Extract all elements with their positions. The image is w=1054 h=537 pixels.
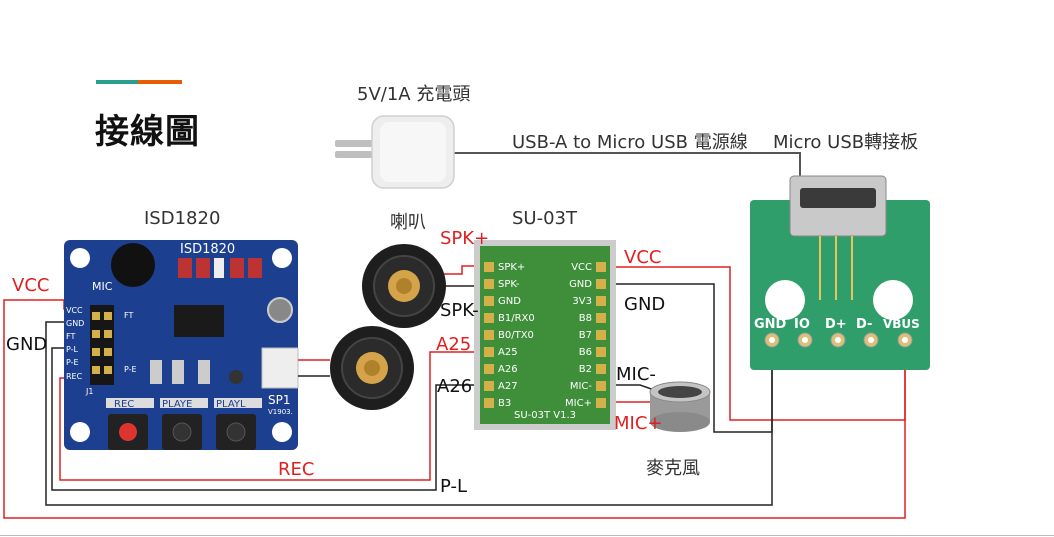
isd-j1-text: J1 xyxy=(85,387,93,396)
wire-label-vcc-su: VCC xyxy=(624,247,662,268)
su-model-text: SU-03T V1.3 xyxy=(514,410,576,421)
su-right-pin-9: MIC+ xyxy=(565,398,592,409)
usb-pin-io: IO xyxy=(794,317,810,332)
usb-cable-wire xyxy=(452,152,801,178)
usb-pin-dplus: D+ xyxy=(825,317,847,332)
usb-pin-vbus: VBUS xyxy=(883,317,920,331)
charger-image xyxy=(335,115,455,189)
isd1820-board: MIC ISD1820 VCC GND FT P-L P-E REC J1 FT… xyxy=(64,240,299,450)
su-left-pin-3: GND xyxy=(498,296,521,307)
su-left-pin-9: B3 xyxy=(498,398,511,409)
wire-spk-plus xyxy=(440,265,482,275)
su-right-pin-1: VCC xyxy=(571,262,592,273)
isd-sp1-text: SP1 xyxy=(268,393,291,407)
isd1820-label: ISD1820 xyxy=(144,208,221,229)
isd-pin-pl: P-L xyxy=(66,345,79,354)
su03t-board: SPK+ SPK- GND B1/RX0 B0/TX0 A25 A26 A27 … xyxy=(474,240,616,430)
isd-btn-playe-label: PLAYE xyxy=(162,399,192,410)
isd-version-text: V1903. xyxy=(268,408,293,416)
wire-label-gnd-isd: GND xyxy=(6,334,48,355)
wire-gnd-su xyxy=(603,283,773,433)
su-right-pin-6: B6 xyxy=(579,347,592,358)
usb-board: GND IO D+ D- VBUS xyxy=(750,175,930,370)
isd-btn-rec-label: REC xyxy=(114,399,134,410)
su-right-pin-8: MIC- xyxy=(570,381,593,392)
su-right-pin-3: 3V3 xyxy=(572,296,592,307)
wire-label-mic-plus: MIC+ xyxy=(614,413,663,434)
wire-gnd-isd xyxy=(45,321,773,506)
isd-pin-pe: P-E xyxy=(66,358,79,367)
su-right-pin-7: B2 xyxy=(579,364,592,375)
su03t-label: SU-03T xyxy=(512,208,577,229)
cable-label: USB-A to Micro USB 電源線 xyxy=(512,132,748,153)
su-left-pin-6: A25 xyxy=(498,347,518,358)
wire-label-spk-plus: SPK+ xyxy=(440,228,490,249)
wire-vcc-su xyxy=(603,266,906,421)
title-accent-teal xyxy=(96,80,138,84)
isd-btn-playl-label: PLAYL xyxy=(216,399,246,410)
usb-pin-dminus: D- xyxy=(856,317,872,332)
isd-board-text: ISD1820 xyxy=(180,242,235,257)
isd-pin-vcc: VCC xyxy=(66,306,83,315)
isd-pin-ft: FT xyxy=(66,332,75,341)
wire-pl xyxy=(51,347,478,491)
su-right-pin-5: B7 xyxy=(579,330,592,341)
wire-label-a25: A25 xyxy=(436,334,472,355)
wire-label-vcc-isd: VCC xyxy=(12,275,50,296)
page-title: 接線圖 xyxy=(95,112,200,152)
charger-label: 5V/1A 充電頭 xyxy=(357,84,471,105)
title-accent-orange xyxy=(138,80,182,84)
bottom-divider xyxy=(0,535,1054,536)
speaker-bottom xyxy=(330,326,414,410)
su-left-pin-2: SPK- xyxy=(498,279,520,290)
wire-label-pl: P-L xyxy=(440,476,467,497)
isd-pin-rec: REC xyxy=(66,372,83,381)
usb-board-label: Micro USB轉接板 xyxy=(773,132,919,153)
su-right-pin-4: B8 xyxy=(579,313,592,324)
isd-mic-text: MIC xyxy=(92,280,113,293)
isd-pe-text: P-E xyxy=(124,365,137,374)
su-right-pin-2: GND xyxy=(569,279,592,290)
usb-pin-gnd: GND xyxy=(754,317,787,332)
su-left-pin-5: B0/TX0 xyxy=(498,330,534,341)
speaker-label: 喇叭 xyxy=(390,212,426,233)
su-left-pin-1: SPK+ xyxy=(498,262,525,273)
su-left-pin-7: A26 xyxy=(498,364,518,375)
microphone-label: 麥克風 xyxy=(646,458,700,479)
wire-label-gnd-su: GND xyxy=(624,294,666,315)
isd-pin-gnd: GND xyxy=(66,319,84,328)
wire-label-rec: REC xyxy=(278,459,315,480)
microphone-image xyxy=(649,381,711,432)
wire-label-spk-minus: SPK- xyxy=(440,300,479,321)
su-left-pin-4: B1/RX0 xyxy=(498,313,535,324)
speaker-top xyxy=(362,244,446,328)
wire-label-a26: A26 xyxy=(437,376,473,397)
su-left-pin-8: A27 xyxy=(498,381,518,392)
isd-ft-text: FT xyxy=(124,311,133,320)
wire-label-mic-minus: MIC- xyxy=(616,364,656,385)
